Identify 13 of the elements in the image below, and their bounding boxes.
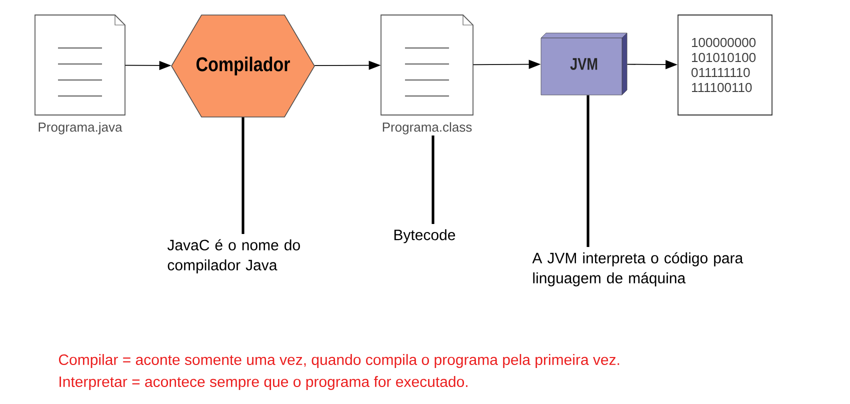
binary-code-box: 100000000 101010100 011111110 111100110 xyxy=(678,14,772,116)
leader-line xyxy=(432,136,434,224)
note-text: A JVM interpreta o código para linguagem de máquina xyxy=(532,252,744,286)
file-name: Programa.class xyxy=(382,122,472,134)
leader-line xyxy=(242,117,244,234)
leader-line xyxy=(586,95,590,247)
note-text: JavaC é o nome do compilador Java xyxy=(167,239,300,274)
note-text: Compilar = aconte somente uma vez, quando compila o programa pela primeira vez. xyxy=(58,354,620,368)
jvm-box: JVM xyxy=(540,32,628,96)
compiler-hexagon: Compilador xyxy=(171,14,315,118)
note-text: Bytecode xyxy=(394,229,456,244)
file-name: Programa.java xyxy=(38,122,122,134)
note-text: Interpretar = acontece sempre que o programa for executado. xyxy=(60,376,468,390)
